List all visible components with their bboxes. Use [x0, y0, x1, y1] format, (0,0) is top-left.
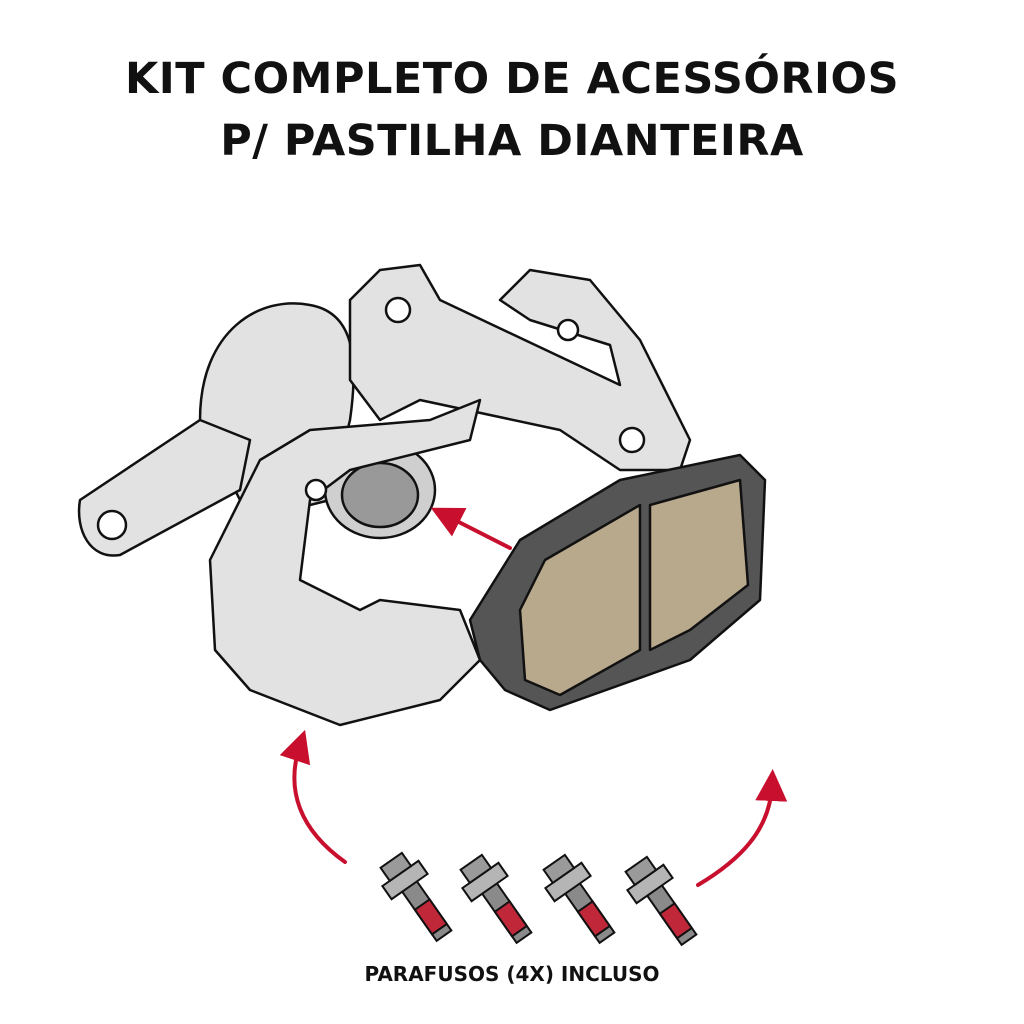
bolts — [379, 851, 698, 947]
arrow-left-curved-icon — [279, 729, 347, 864]
arrow-right-curved-icon — [696, 769, 788, 887]
title-line-1: KIT COMPLETO DE ACESSÓRIOS — [124, 54, 900, 104]
bolt-icon — [624, 855, 698, 947]
bolt-icon — [459, 853, 533, 945]
brake-pad — [468, 453, 767, 712]
arrow-to-piston-icon — [430, 507, 512, 550]
caliper-body — [77, 263, 692, 727]
red-arrows — [279, 507, 788, 887]
bolt-icon — [542, 853, 616, 945]
bolts-caption: PARAFUSOS (4X) INCLUSO — [364, 962, 660, 986]
bolt-icon — [379, 851, 453, 943]
title-line-2: P/ PASTILHA DIANTEIRA — [220, 116, 804, 166]
